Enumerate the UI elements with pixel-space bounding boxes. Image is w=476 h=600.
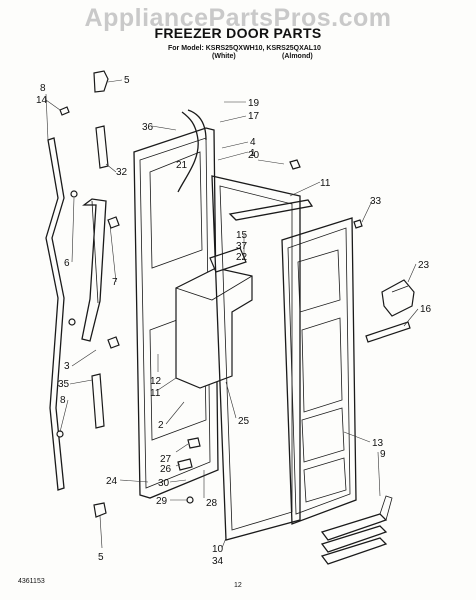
small-cap bbox=[289, 159, 301, 170]
callout-label: 16 bbox=[420, 304, 432, 315]
top-hinge-cap bbox=[93, 70, 109, 93]
footer-code: 4361153 bbox=[18, 578, 45, 585]
callout-labels: 5 8 14 32 6 7 3 35 8 5 36 19 17 4 1 20 2… bbox=[36, 75, 432, 567]
callout-label: 12 bbox=[150, 376, 162, 387]
callout-label: 3 bbox=[64, 361, 70, 372]
liner-bin-2 bbox=[301, 407, 345, 463]
callout-label: 2 bbox=[158, 420, 164, 431]
callout-label: 22 bbox=[236, 252, 248, 263]
screw-handle-top bbox=[70, 190, 78, 198]
lower-trim bbox=[91, 373, 105, 429]
callout-label: 21 bbox=[176, 160, 188, 171]
ice-chute-door-detail bbox=[391, 285, 409, 293]
variant-white: (White) bbox=[212, 53, 236, 60]
callout-label: 26 bbox=[160, 464, 172, 475]
door-outer-panel bbox=[133, 109, 253, 504]
callout-label: 11 bbox=[320, 178, 331, 189]
callout-label: 6 bbox=[64, 258, 70, 269]
liner-dispenser-cavity bbox=[301, 317, 343, 413]
callout-label: 10 bbox=[212, 544, 224, 555]
callout-label: 11 bbox=[150, 388, 161, 399]
handle-cap-lower bbox=[107, 336, 120, 349]
callout-label: 34 bbox=[212, 556, 224, 567]
variant-almond: (Almond) bbox=[282, 53, 313, 60]
callout-label: 7 bbox=[112, 277, 118, 288]
screw-top bbox=[59, 106, 70, 116]
callout-label: 5 bbox=[98, 552, 104, 563]
callout-label: 4 bbox=[250, 137, 256, 148]
insulation-upper bbox=[149, 151, 203, 269]
callout-label: 1 bbox=[250, 148, 256, 159]
callout-label: 33 bbox=[370, 196, 382, 207]
callout-label: 5 bbox=[124, 75, 130, 86]
callout-label: 17 bbox=[248, 111, 260, 122]
footer-page-number: 12 bbox=[234, 582, 242, 589]
hinge-plate bbox=[177, 458, 193, 471]
callout-label: 28 bbox=[206, 498, 218, 509]
callout-label: 23 bbox=[418, 260, 430, 271]
model-line: For Model: KSRS25QXWH10, KSRS25QXAL10 bbox=[168, 45, 321, 52]
screw-handle-bottom bbox=[68, 318, 76, 326]
liner-screw bbox=[353, 219, 363, 229]
callout-label: 32 bbox=[116, 167, 128, 178]
handle-edge bbox=[91, 200, 99, 304]
callout-label: 25 bbox=[238, 416, 250, 427]
callout-label: 8 bbox=[40, 83, 46, 94]
upper-bracket bbox=[95, 125, 109, 169]
callout-label: 29 bbox=[156, 496, 168, 507]
hinge-pin-block bbox=[187, 437, 201, 449]
callout-label: 37 bbox=[236, 241, 248, 252]
callout-label: 9 bbox=[380, 449, 386, 460]
callout-label: 36 bbox=[142, 122, 154, 133]
door-handle bbox=[81, 198, 107, 342]
callout-label: 20 bbox=[248, 150, 260, 161]
callout-label: 13 bbox=[372, 438, 384, 449]
liner-bin-1 bbox=[297, 249, 341, 313]
dispenser-top-cap bbox=[209, 247, 247, 273]
dispenser-housing bbox=[175, 267, 253, 389]
gasket-outer bbox=[211, 175, 301, 541]
callout-label: 8 bbox=[60, 395, 66, 406]
leader-lines bbox=[45, 79, 419, 549]
liner-outline bbox=[281, 217, 357, 525]
inner-door-liner bbox=[281, 217, 363, 525]
wiring-harness bbox=[177, 111, 199, 193]
wiring-harness-2 bbox=[187, 109, 207, 141]
left-hardware bbox=[45, 70, 120, 518]
dispenser-housing-edge bbox=[175, 275, 253, 301]
shelf-bar-2 bbox=[320, 525, 388, 553]
watermark: AppliancePartsPros.com bbox=[84, 4, 392, 32]
callout-label: 24 bbox=[106, 476, 118, 487]
bottom-hinge-cap bbox=[93, 502, 107, 518]
ice-chute-door bbox=[381, 279, 415, 317]
trim-strip bbox=[365, 321, 411, 343]
callout-label: 27 bbox=[160, 454, 172, 465]
callout-label: 14 bbox=[36, 95, 48, 106]
callout-label: 30 bbox=[158, 478, 170, 489]
shelf-bar-3 bbox=[320, 537, 388, 565]
outer-door-shell bbox=[133, 127, 219, 499]
shelf-bar-end bbox=[379, 495, 393, 521]
callout-label: 19 bbox=[248, 98, 260, 109]
outer-door-inner-edge bbox=[139, 137, 211, 489]
liner-inner-edge bbox=[287, 227, 351, 515]
left-trim-rail bbox=[45, 137, 65, 491]
diagram-title: FREEZER DOOR PARTS bbox=[154, 25, 322, 41]
gasket-top-strip bbox=[228, 199, 314, 221]
callout-label: 35 bbox=[58, 379, 70, 390]
handle-cap-upper bbox=[107, 216, 120, 229]
callout-label: 15 bbox=[236, 230, 248, 241]
liner-bin-3 bbox=[303, 457, 347, 503]
right-hardware bbox=[289, 159, 415, 565]
